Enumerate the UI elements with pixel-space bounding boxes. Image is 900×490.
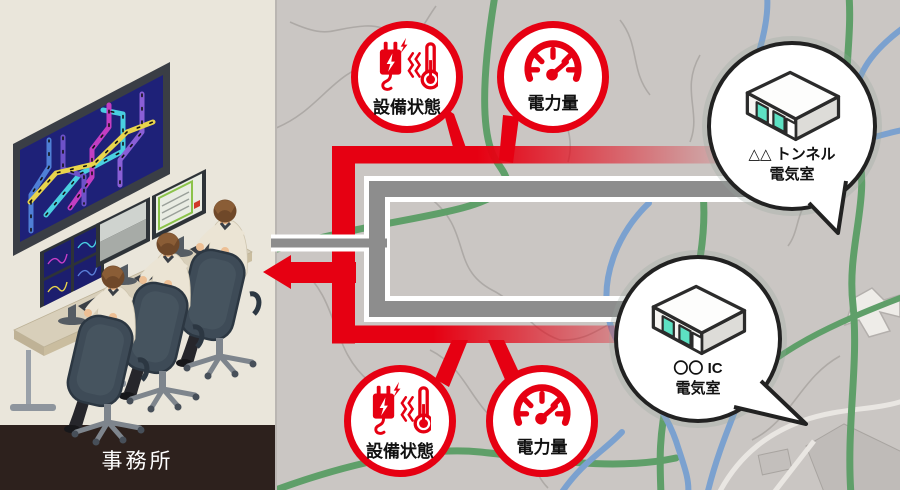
map-block: [757, 448, 793, 476]
office-illustration: [10, 62, 275, 490]
callout-subtitle: 電気室: [675, 379, 721, 397]
thermometer-icon: [413, 386, 431, 434]
teal-door: [755, 101, 769, 125]
teal-door: [678, 324, 692, 348]
vibration-icon: [400, 396, 415, 422]
callout-title: △△ トンネル: [748, 146, 836, 163]
white-door: [691, 331, 703, 355]
equipment-status-icon: [372, 381, 431, 435]
callout-tunnel-electrical-room: △△ トンネル 電気室: [707, 41, 877, 211]
badge-power-bottom: 電力量: [486, 365, 598, 477]
badge-label: 電力量: [527, 94, 579, 113]
white-door: [785, 117, 797, 141]
thermometer-icon: [420, 42, 438, 90]
badge-label: 電力量: [516, 438, 568, 457]
metro-map-lines: [27, 91, 156, 234]
callout-subtitle: 電気室: [769, 165, 815, 183]
office-label: 事務所: [101, 450, 174, 473]
badge-power-top: 電力量: [497, 21, 609, 133]
office-footer: 事務所: [0, 425, 275, 490]
quad-monitor: [40, 220, 104, 325]
gauge-icon: [524, 40, 582, 82]
badge-label: 設備状態: [373, 98, 441, 117]
electrical-room-building-icon: [745, 70, 841, 142]
teal-door: [772, 110, 786, 134]
badge-label: 設備状態: [366, 442, 434, 461]
callout-ic-electrical-room: 〇〇 IC 電気室: [614, 255, 782, 423]
office-panel: 事務所: [0, 0, 275, 490]
wall-screen: [13, 62, 170, 256]
electrical-room-building-icon: [651, 284, 747, 356]
badge-equipment-status-top: 設備状態: [351, 21, 463, 133]
monitor-right: [152, 169, 206, 257]
gauge-icon: [513, 384, 571, 426]
equipment-status-icon: [379, 37, 438, 91]
badge-equipment-status-bottom: 設備状態: [344, 365, 456, 477]
vibration-icon: [407, 52, 422, 78]
callout-title: 〇〇 IC: [673, 360, 723, 377]
